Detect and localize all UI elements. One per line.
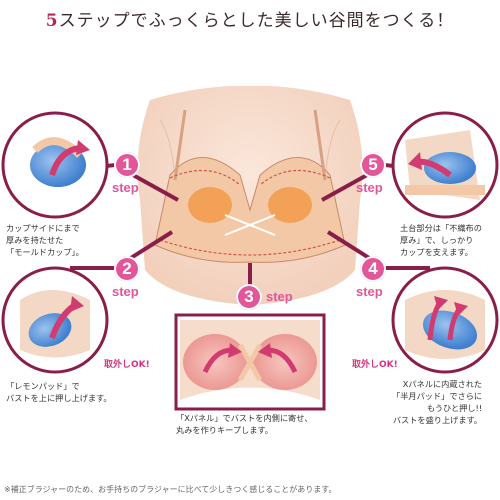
detail-circle-2 bbox=[1, 266, 109, 374]
step-3-label: step bbox=[266, 289, 293, 304]
step-5-description: 土台部分は「不織布の 厚み」で、しっかり カップを支えます。 bbox=[400, 222, 482, 258]
step-1-badge: 1 bbox=[114, 152, 140, 178]
step-5-desc-line: カップを支えます。 bbox=[400, 247, 473, 257]
step-3-desc-line: 「Xパネル」でバストを内側に寄せ、 bbox=[176, 413, 313, 423]
title-step-count: 5 bbox=[45, 11, 59, 31]
step-4-desc-line: 「半月パッド」でさらに bbox=[392, 391, 483, 401]
step-4-desc-line: バストを盛り上げます。 bbox=[392, 415, 483, 425]
step-2-desc-line: バストを上に押し上げます。 bbox=[6, 393, 112, 403]
step-5-desc-line: 土台部分は「不織布の bbox=[400, 223, 482, 233]
step-2-badge: 2 bbox=[114, 256, 140, 282]
step-2-description: 「レモンパッド」で バストを上に押し上げます。 bbox=[6, 380, 112, 404]
step-2-desc-line: 「レモンパッド」で bbox=[6, 381, 80, 391]
footer-note: ※補正ブラジャーのため、お手持ちのブラジャーに比べて少しきつく感じることがありま… bbox=[4, 485, 337, 494]
step-5-label: step bbox=[356, 180, 383, 195]
step-1-description: カップサイドにまで 厚みを持たせた 「モールドカップ」。 bbox=[6, 222, 84, 258]
step-2-label: step bbox=[112, 284, 139, 299]
bra-body bbox=[154, 109, 346, 263]
step-4-badge: 4 bbox=[360, 256, 386, 282]
detail-box-3 bbox=[174, 313, 326, 411]
step-1-desc-line: カップサイドにまで bbox=[6, 223, 80, 233]
step-5-desc-line: 厚み」で、しっかり bbox=[400, 235, 474, 245]
detail-circle-5 bbox=[391, 111, 499, 219]
step-3-description: 「Xパネル」でバストを内側に寄せ、 丸みを作りキープします。 bbox=[176, 412, 313, 436]
detail-circle-1 bbox=[1, 111, 109, 219]
step-4-description: Xパネルに内蔵された 「半月パッド」でさらに もうひと押し!! バストを盛り上げ… bbox=[392, 378, 482, 426]
step-1-label: step bbox=[112, 180, 139, 195]
step-3-badge: 3 bbox=[236, 284, 262, 310]
step-4-removable-badge: 取外しOK! bbox=[352, 360, 398, 370]
title-text: ステップでふっくらとした美しい谷間をつくる！ bbox=[58, 11, 455, 31]
step-1-desc-line: 「モールドカップ」。 bbox=[6, 247, 84, 257]
step-4-label: step bbox=[356, 284, 383, 299]
step-1-desc-line: 厚みを持たせた bbox=[6, 235, 64, 245]
step-2-removable-badge: 取外しOK! bbox=[104, 360, 150, 370]
step-5-badge: 5 bbox=[360, 152, 386, 178]
step-4-desc-line: もうひと押し!! bbox=[426, 403, 483, 413]
page-title: 5ステップでふっくらとした美しい谷間をつくる！ bbox=[0, 6, 500, 31]
detail-circle-4 bbox=[391, 266, 499, 374]
step-4-desc-line: Xパネルに内蔵された bbox=[402, 379, 483, 389]
step-3-desc-line: 丸みを作りキープします。 bbox=[176, 425, 273, 435]
